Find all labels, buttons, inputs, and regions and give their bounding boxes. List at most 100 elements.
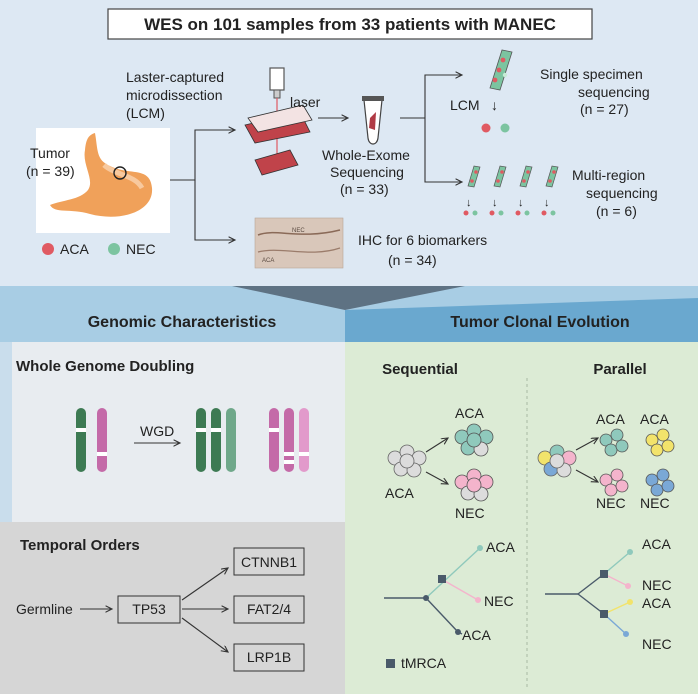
tree-seq-nec: NEC <box>484 593 514 609</box>
arrow-to-ctnnb1 <box>181 568 228 601</box>
title: WES on 101 samples from 33 patients with… <box>144 15 556 34</box>
ihc-line1: IHC for 6 biomarkers <box>358 232 487 248</box>
wes-count: (n = 33) <box>340 181 389 197</box>
arrow-to-multi <box>424 118 462 182</box>
single-count: (n = 27) <box>580 101 629 117</box>
tree-par-aca2: ACA <box>642 595 671 611</box>
legend-nec-label: NEC <box>126 241 156 257</box>
par-aca2-node <box>627 599 633 605</box>
par-aca1-node <box>627 549 633 555</box>
lcm-line2: microdissection <box>126 87 222 103</box>
lrp1b-label: LRP1B <box>247 649 291 665</box>
lcm-short-label: LCM <box>450 97 480 113</box>
ctnnb1-box <box>233 547 305 576</box>
wes-line1: Whole-Exome <box>322 147 410 163</box>
right-panel-bg <box>345 342 698 694</box>
tumor-label: Tumor <box>30 145 70 161</box>
ctnnb1-label: CTNNB1 <box>241 554 297 570</box>
par-founder-cluster <box>537 444 577 478</box>
chromosomes-after <box>196 408 309 472</box>
multi-line1: Multi-region <box>572 167 645 183</box>
legend-aca-label: ACA <box>60 241 89 257</box>
seq-aca1-node <box>477 545 483 551</box>
lcm-line1: Laster-captured <box>126 69 224 85</box>
parallel-title: Parallel <box>593 361 646 378</box>
par-aca2-cluster <box>645 428 675 457</box>
par-arrow-down <box>575 469 598 482</box>
svg-text:↓: ↓ <box>518 197 524 209</box>
par-nec2-label: NEC <box>640 495 670 511</box>
seq-root-node <box>423 595 429 601</box>
fat-box <box>233 595 305 624</box>
seq-tree <box>384 547 481 635</box>
tp53-box <box>117 595 181 624</box>
seq-nec-label: NEC <box>455 505 485 521</box>
par-arrow-up <box>575 438 598 451</box>
single-line2: sequencing <box>578 84 650 100</box>
tp53-label: TP53 <box>132 601 166 617</box>
tumor-count: (n = 39) <box>26 163 75 179</box>
arrow-to-lrp1b <box>181 617 228 652</box>
arrow-to-single <box>424 75 462 118</box>
arrow-to-lcm <box>170 130 235 181</box>
germline-label: Germline <box>16 601 73 617</box>
single-nec-dot <box>500 123 510 133</box>
legend-aca-dot <box>42 243 54 255</box>
sequential-title: Sequential <box>382 361 458 378</box>
right-header-title: Tumor Clonal Evolution <box>450 314 629 331</box>
arrow-to-ihc <box>194 180 235 240</box>
multi-count: (n = 6) <box>596 203 637 219</box>
funnel-shape <box>232 286 465 310</box>
wgd-title: Whole Genome Doubling <box>16 358 194 375</box>
right-header-bg <box>345 298 698 342</box>
stomach-icon <box>50 133 153 217</box>
tree-seq-aca2: ACA <box>462 627 491 643</box>
lcm-down-arrow: ↓ <box>491 97 498 113</box>
wgd-arrow-label: WGD <box>140 423 174 439</box>
laser-device-icon <box>244 67 313 176</box>
tube-icon <box>362 96 384 145</box>
seq-tmrca-marker <box>438 575 446 583</box>
legend-nec-dot <box>108 243 120 255</box>
fat-label: FAT2/4 <box>247 601 291 617</box>
multi-line2: sequencing <box>586 185 658 201</box>
par-aca2-label: ACA <box>640 411 669 427</box>
tree-seq-aca1: ACA <box>486 539 515 555</box>
laser-label: laser <box>290 94 321 110</box>
par-nec1-cluster <box>599 468 629 497</box>
par-nec2-node <box>623 631 629 637</box>
tmrca-legend-label: tMRCA <box>401 655 447 671</box>
tree-par-nec2: NEC <box>642 636 672 652</box>
single-line1: Single specimen <box>540 66 643 82</box>
tree-par-nec1: NEC <box>642 577 672 593</box>
seq-arrow-down <box>425 471 448 484</box>
par-nec2-cluster <box>645 468 675 497</box>
multi-slides-icon: ↓ ↓ ↓ ↓ <box>463 165 559 216</box>
title-box <box>107 8 593 40</box>
svg-text:↓: ↓ <box>466 197 472 209</box>
left-header-title: Genomic Characteristics <box>88 314 277 331</box>
tumor-site-marker <box>113 166 127 180</box>
par-aca1-cluster <box>599 428 629 457</box>
tree-par-aca1: ACA <box>642 536 671 552</box>
ihc-image: NEC ACA <box>254 217 344 269</box>
ihc-image-nec-text: NEC <box>292 228 305 234</box>
single-aca-dot <box>481 123 491 133</box>
temporal-box <box>0 522 345 694</box>
par-tmrca-marker-2 <box>600 610 608 618</box>
temporal-title: Temporal Orders <box>20 537 140 554</box>
tmrca-legend-icon <box>386 659 395 668</box>
seq-arrow-up <box>425 438 448 453</box>
seq-nec-cluster <box>454 468 494 502</box>
svg-text:↓: ↓ <box>544 197 550 209</box>
par-nec1-label: NEC <box>596 495 626 511</box>
wes-line2: Sequencing <box>330 164 404 180</box>
chromosomes-before <box>76 408 107 472</box>
par-tmrca-marker-1 <box>600 570 608 578</box>
seq-aca-cluster <box>454 423 494 457</box>
seq-aca-top-label: ACA <box>455 405 484 421</box>
single-slide-icon <box>489 49 513 91</box>
seq-nec-node <box>475 597 481 603</box>
